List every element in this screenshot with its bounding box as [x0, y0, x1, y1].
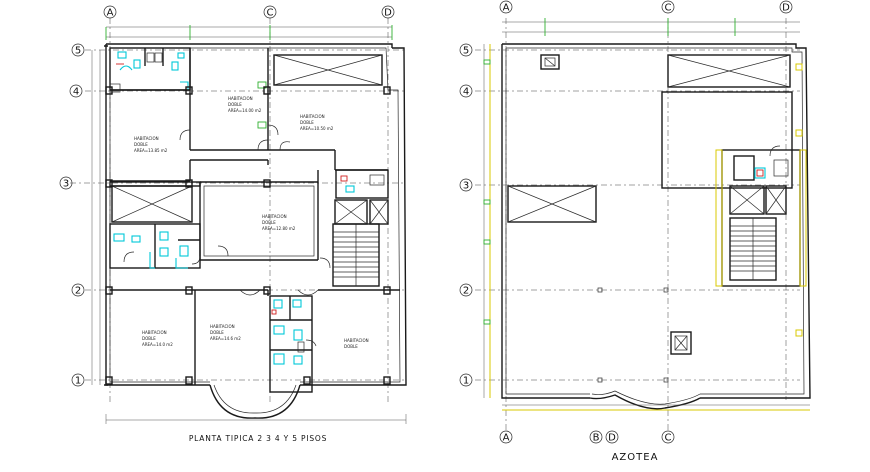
axis-bubble-left-5: 5 — [71, 43, 85, 57]
svg-text:HABITACION: HABITACION — [300, 114, 325, 119]
axis-bubble-top-d: D — [381, 5, 395, 19]
axis-bubble-bottom-a: A — [499, 430, 513, 444]
axis-bubble-left-3: 3 — [59, 176, 73, 190]
left-plan: A C D 5 4 3 2 1 — [59, 5, 407, 443]
svg-text:AREA=14.0 m2: AREA=14.0 m2 — [142, 342, 173, 347]
axis-bubble-right-4: 4 — [459, 84, 473, 98]
svg-text:DOBLE: DOBLE — [300, 120, 314, 125]
svg-text:AREA=14.00 m2: AREA=14.00 m2 — [228, 108, 262, 113]
svg-text:5: 5 — [463, 46, 469, 57]
svg-text:DOBLE: DOBLE — [134, 142, 148, 147]
right-plan: A C D 5 4 3 2 1 — [459, 0, 811, 463]
roof-stair-block — [715, 145, 807, 287]
axis-bubble-top-c: C — [263, 5, 277, 19]
room-label-7: HABITACION DOBLE — [344, 338, 369, 349]
shaft-boxes — [334, 169, 389, 225]
room-label-5: HABITACION DOBLE AREA=14.0 m2 — [142, 330, 173, 347]
svg-text:HABITACION: HABITACION — [344, 338, 369, 343]
axis-bubble-left-1: 1 — [71, 373, 85, 387]
axis-bubble-bottom-b: B — [589, 430, 603, 444]
svg-text:2: 2 — [463, 286, 469, 297]
svg-text:HABITACION: HABITACION — [134, 136, 159, 141]
svg-text:D: D — [384, 8, 392, 19]
void-box-center-left — [111, 185, 193, 223]
svg-text:HABITACION: HABITACION — [210, 324, 235, 329]
axis-bubble-right-3: 3 — [459, 178, 473, 192]
room-label-6: HABITACION DOBLE AREA=14.6 m2 — [210, 324, 241, 341]
axis-bubble-top-a: A — [103, 5, 117, 19]
room-label-4: HABITACION DOBLE AREA=12.80 m2 — [262, 214, 296, 231]
axis-bubble-top-a-right: A — [499, 0, 513, 14]
svg-text:4: 4 — [73, 87, 79, 98]
svg-text:DOBLE: DOBLE — [142, 336, 156, 341]
stairwell — [332, 223, 380, 287]
room-label-1: HABITACION DOBLE AREA=14.00 m2 — [228, 96, 262, 113]
svg-text:HABITACION: HABITACION — [142, 330, 167, 335]
svg-text:AREA=13.85 m2: AREA=13.85 m2 — [134, 148, 168, 153]
svg-text:5: 5 — [75, 46, 81, 57]
svg-text:AREA=10.50 m2: AREA=10.50 m2 — [300, 126, 334, 131]
svg-text:DOBLE: DOBLE — [228, 102, 242, 107]
svg-text:C: C — [665, 433, 672, 444]
svg-text:A: A — [107, 8, 114, 19]
bathroom-cluster-lower — [269, 295, 317, 393]
svg-text:HABITACION: HABITACION — [262, 214, 287, 219]
svg-text:B: B — [593, 433, 600, 444]
svg-text:4: 4 — [463, 87, 469, 98]
svg-text:HABITACION: HABITACION — [228, 96, 253, 101]
svg-text:D: D — [608, 433, 616, 444]
svg-text:C: C — [665, 3, 672, 14]
svg-text:1: 1 — [75, 376, 81, 387]
svg-text:C: C — [267, 8, 274, 19]
svg-text:A: A — [503, 433, 510, 444]
plan-title-right: AZOTEA — [612, 452, 659, 463]
axis-bubble-left-2: 2 — [71, 283, 85, 297]
svg-text:DOBLE: DOBLE — [262, 220, 276, 225]
skylight-top — [540, 54, 560, 70]
axis-bubble-right-2: 2 — [459, 283, 473, 297]
svg-text:3: 3 — [63, 179, 69, 190]
svg-text:3: 3 — [463, 181, 469, 192]
svg-text:AREA=14.6 m2: AREA=14.6 m2 — [210, 336, 241, 341]
plan-title-left: PLANTA TIPICA 2 3 4 Y 5 PISOS — [189, 434, 327, 443]
svg-text:2: 2 — [75, 286, 81, 297]
skylight-bottom — [670, 331, 692, 355]
axis-bubble-bottom-c: C — [661, 430, 675, 444]
axis-bubble-top-c-right: C — [661, 0, 675, 14]
roof-void-top — [661, 54, 793, 189]
svg-text:D: D — [782, 3, 790, 14]
svg-text:DOBLE: DOBLE — [344, 344, 358, 349]
svg-text:DOBLE: DOBLE — [210, 330, 224, 335]
svg-text:A: A — [503, 3, 510, 14]
axis-bubble-top-d-right: D — [779, 0, 793, 14]
columns — [105, 86, 391, 385]
axis-bubble-right-5: 5 — [459, 43, 473, 57]
svg-text:1: 1 — [463, 376, 469, 387]
void-box-top-right — [273, 54, 383, 86]
axis-bubble-bottom-d: D — [605, 430, 619, 444]
room-label-2: HABITACION DOBLE AREA=13.85 m2 — [134, 136, 168, 153]
axis-bubble-left-4: 4 — [69, 84, 83, 98]
room-label-3: HABITACION DOBLE AREA=10.50 m2 — [300, 114, 334, 131]
svg-text:AREA=12.80 m2: AREA=12.80 m2 — [262, 226, 296, 231]
roof-void-left — [507, 185, 597, 223]
axis-bubble-right-1: 1 — [459, 373, 473, 387]
roof-markers — [483, 59, 803, 383]
